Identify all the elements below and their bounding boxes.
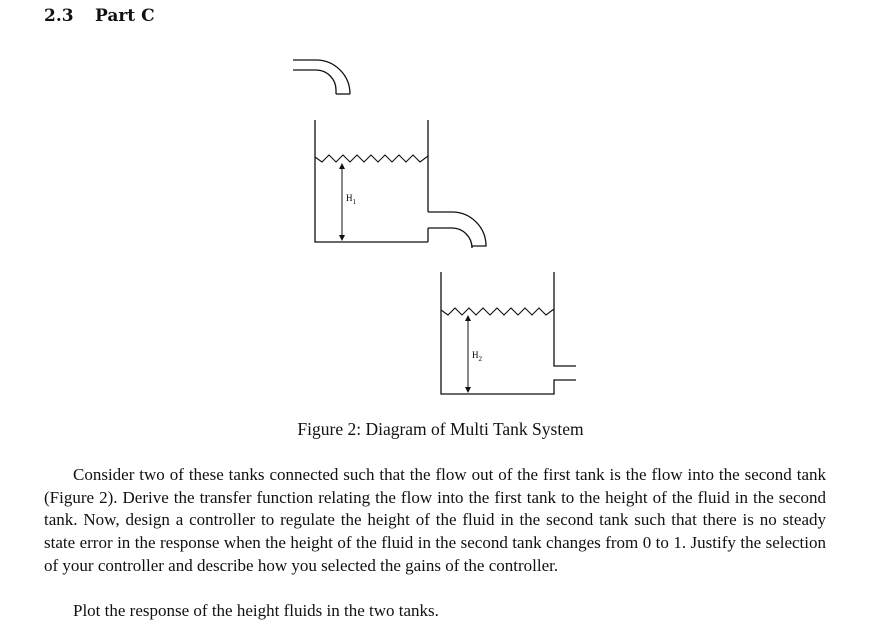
h2-label: H2: [472, 350, 483, 363]
tank-2-fluid-surface: [440, 307, 555, 316]
tank-1-fluid-surface: [314, 154, 429, 163]
section-heading: 2.3 Part C: [44, 6, 155, 26]
tank-1: [314, 120, 487, 249]
section-number: 2.3: [44, 6, 74, 26]
figure-caption-text: Figure 2: Diagram of Multi Tank System: [297, 419, 584, 439]
h1-label: H1: [346, 193, 357, 206]
tank-2: [440, 272, 576, 395]
body-paragraph-1: Consider two of these tanks connected su…: [44, 465, 826, 575]
figure-caption: Figure 2: Diagram of Multi Tank System: [0, 419, 886, 440]
section-title: Part C: [95, 6, 155, 26]
multi-tank-diagram: H1 H2: [293, 59, 576, 395]
inlet-pipe: [293, 59, 351, 95]
body-paragraph-2: Plot the response of the height fluids i…: [73, 601, 439, 620]
